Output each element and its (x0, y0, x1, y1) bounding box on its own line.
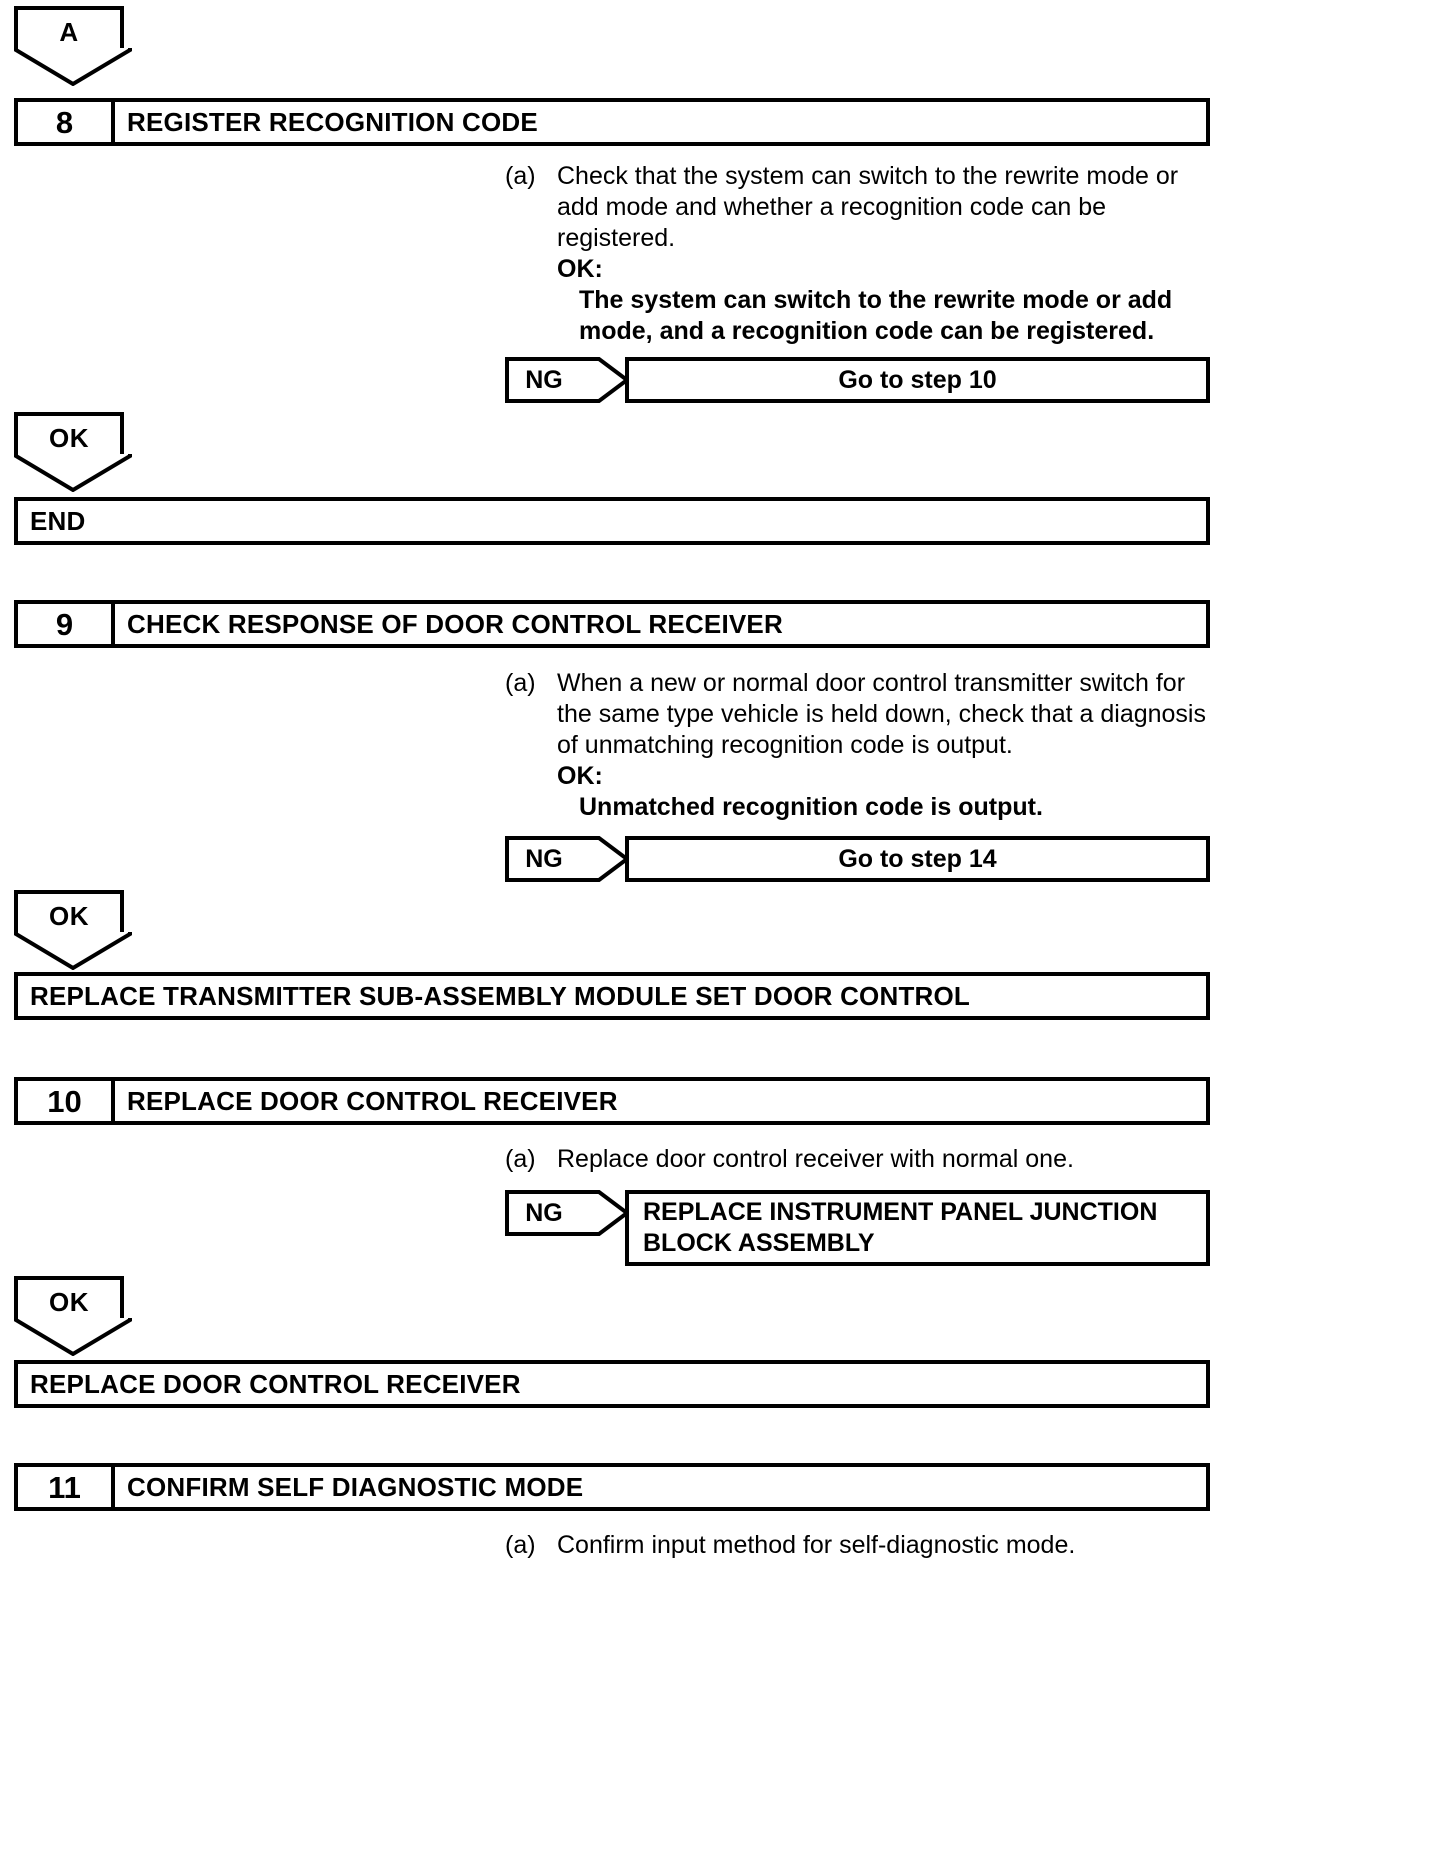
item-text: Confirm input method for self-diagnostic… (557, 1531, 1076, 1559)
ng-arrow-shape: NG (505, 1190, 629, 1266)
ng-label: NG (525, 844, 563, 873)
item-marker: (a) (505, 1145, 536, 1173)
step-header-9: 9 CHECK RESPONSE OF DOOR CONTROL RECEIVE… (14, 600, 1210, 648)
connector-a-label: A (59, 17, 79, 47)
step-9-item-a: (a) When a new or normal door control tr… (505, 668, 1215, 761)
step-title-8: REGISTER RECOGNITION CODE (127, 106, 538, 137)
connector-ok-tail (14, 932, 132, 970)
connector-ok-step10: OK (14, 1276, 132, 1356)
connector-ok-step9: OK (14, 890, 132, 970)
step-9-ok-result: Unmatched recognition code is output. (579, 793, 1043, 821)
step-8-ng-branch: NG Go to step 10 (505, 357, 1210, 403)
ng-arrow-shape: NG (505, 836, 629, 882)
connector-ok-label: OK (49, 1287, 89, 1317)
connector-a-tail (14, 48, 132, 86)
step-11-item-a: (a) Confirm input method for self-diagno… (505, 1530, 1215, 1561)
connector-ok-step8: OK (14, 412, 132, 492)
item-marker: (a) (505, 162, 536, 190)
connector-ok-tail (14, 454, 132, 492)
step-8-instructions: (a) Check that the system can switch to … (505, 161, 1215, 347)
item-text: Replace door control receiver with norma… (557, 1145, 1074, 1173)
step-number-10: 10 (18, 1081, 115, 1121)
step-10-instructions: (a) Replace door control receiver with n… (505, 1144, 1215, 1175)
step-title-10: REPLACE DOOR CONTROL RECEIVER (127, 1085, 618, 1116)
step-number-11: 11 (18, 1467, 115, 1507)
step-number-8: 8 (18, 102, 115, 142)
step-8-ok-label: OK: (557, 255, 603, 283)
step-8-ng-action: Go to step 10 (625, 357, 1210, 403)
end-box: END (14, 497, 1210, 545)
ng-label: NG (525, 365, 563, 394)
ng-action-line-1: REPLACE INSTRUMENT PANEL JUNCTION (643, 1198, 1158, 1226)
item-text: Check that the system can switch to the … (557, 162, 1179, 252)
item-text: When a new or normal door control transm… (557, 669, 1206, 759)
step-number-9: 9 (18, 604, 115, 644)
step-9-ok-result-box: REPLACE TRANSMITTER SUB-ASSEMBLY MODULE … (14, 972, 1210, 1020)
step-10-ok-result-box: REPLACE DOOR CONTROL RECEIVER (14, 1360, 1210, 1408)
step-header-11: 11 CONFIRM SELF DIAGNOSTIC MODE (14, 1463, 1210, 1511)
step-9-ok-label: OK: (557, 762, 603, 790)
step-header-10: 10 REPLACE DOOR CONTROL RECEIVER (14, 1077, 1210, 1125)
step-header-8: 8 REGISTER RECOGNITION CODE (14, 98, 1210, 146)
item-marker: (a) (505, 1531, 536, 1559)
step-title-9: CHECK RESPONSE OF DOOR CONTROL RECEIVER (127, 608, 783, 639)
ng-action-line-2: BLOCK ASSEMBLY (643, 1229, 875, 1257)
step-9-ng-branch: NG Go to step 14 (505, 836, 1210, 882)
ng-label: NG (525, 1198, 563, 1227)
step-title-11: CONFIRM SELF DIAGNOSTIC MODE (127, 1471, 584, 1502)
connector-a: A (14, 6, 132, 86)
step-9-ng-action: Go to step 14 (625, 836, 1210, 882)
connector-ok-tail (14, 1318, 132, 1356)
step-10-ng-action: REPLACE INSTRUMENT PANEL JUNCTION BLOCK … (625, 1190, 1210, 1266)
item-marker: (a) (505, 669, 536, 697)
step-11-instructions: (a) Confirm input method for self-diagno… (505, 1530, 1215, 1561)
step-9-instructions: (a) When a new or normal door control tr… (505, 668, 1215, 823)
ng-arrow-shape: NG (505, 357, 629, 403)
connector-ok-label: OK (49, 901, 89, 931)
step-10-ng-branch: NG REPLACE INSTRUMENT PANEL JUNCTION BLO… (505, 1190, 1210, 1266)
step-8-ok-result: The system can switch to the rewrite mod… (579, 286, 1173, 345)
step-8-item-a: (a) Check that the system can switch to … (505, 161, 1215, 254)
step-10-item-a: (a) Replace door control receiver with n… (505, 1144, 1215, 1175)
connector-ok-label: OK (49, 423, 89, 453)
